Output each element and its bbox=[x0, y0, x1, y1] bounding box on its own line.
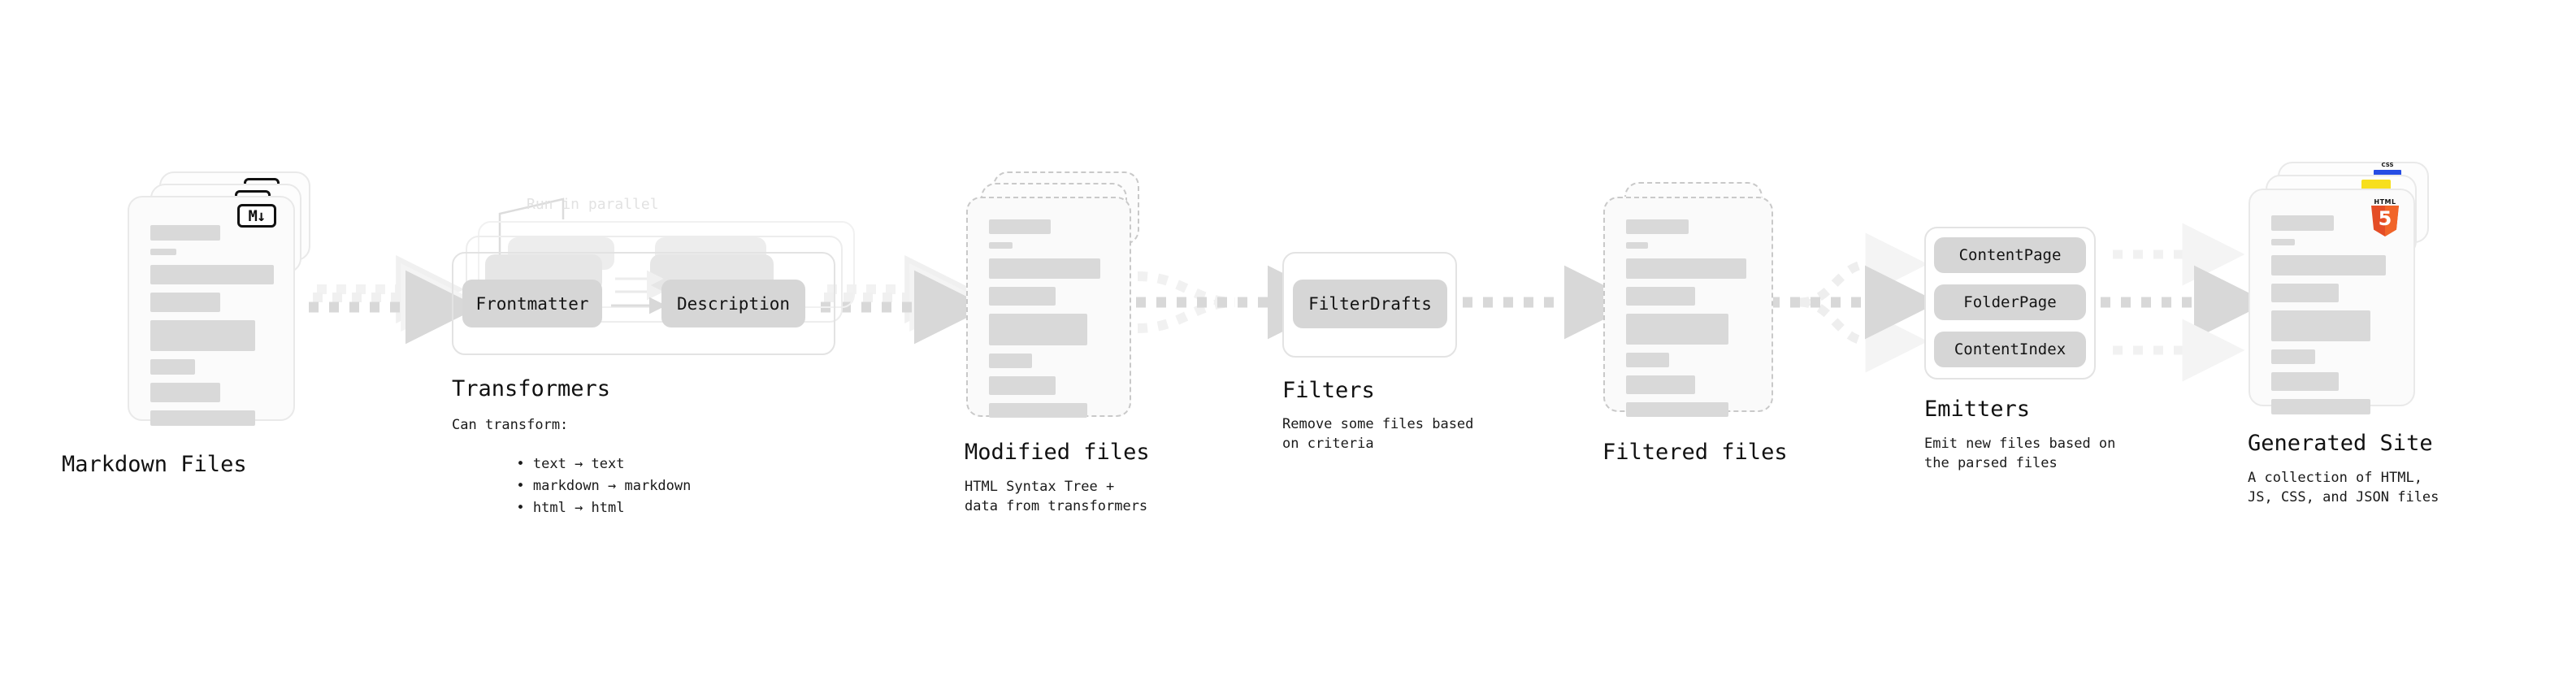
filtered-skeleton bbox=[1626, 219, 1754, 425]
arrow-modified-to-filters bbox=[1136, 265, 1342, 340]
css-label: CSS bbox=[2381, 162, 2394, 168]
transformer-group-front[interactable] bbox=[452, 252, 835, 355]
arrow-filtered-to-emitters bbox=[1770, 232, 1939, 373]
transformer-chip-description[interactable]: Description bbox=[661, 280, 805, 327]
transformers-title: Transformers bbox=[452, 376, 611, 401]
transformers-bullet-1: • markdown → markdown bbox=[516, 478, 692, 494]
modified-files-title: Modified files bbox=[965, 440, 1150, 465]
arrow-emitters-to-site bbox=[2101, 223, 2268, 382]
emitters-title: Emitters bbox=[1924, 397, 2031, 422]
filter-chip-filterdrafts[interactable]: FilterDrafts bbox=[1293, 280, 1447, 328]
markdown-skeleton bbox=[150, 225, 275, 434]
emitter-chip-contentpage[interactable]: ContentPage bbox=[1934, 237, 2086, 273]
markdown-files-title: Markdown Files bbox=[62, 452, 247, 477]
site-skeleton bbox=[2271, 215, 2396, 423]
arrow-markdown-to-transformers bbox=[309, 255, 479, 345]
generated-site-subtitle: A collection of HTML, JS, CSS, and JSON … bbox=[2248, 470, 2439, 505]
filters-subtitle: Remove some files based on criteria bbox=[1282, 416, 1474, 452]
transformers-subtitle: Can transform: bbox=[452, 417, 569, 433]
modified-files-subtitle: HTML Syntax Tree + data from transformer… bbox=[965, 479, 1148, 514]
transformers-bullet-0: • text → text bbox=[516, 456, 625, 472]
emitter-chip-contentindex[interactable]: ContentIndex bbox=[1934, 332, 2086, 367]
html5-digit: 5 bbox=[2378, 207, 2392, 230]
html5-caption: HTML bbox=[2374, 198, 2396, 206]
emitters-subtitle: Emit new files based on the parsed files bbox=[1924, 436, 2116, 471]
transformer-chip-frontmatter[interactable]: Frontmatter bbox=[462, 280, 602, 327]
html5-logo: HTML 5 bbox=[2371, 198, 2399, 236]
run-in-parallel-label: Run in parallel bbox=[527, 196, 659, 213]
html5-shield: 5 bbox=[2371, 206, 2399, 236]
bullet-marker: • bbox=[516, 500, 533, 516]
transformer-group-mid bbox=[466, 236, 843, 323]
filtered-files-title: Filtered files bbox=[1602, 440, 1788, 465]
filtered-card-front[interactable] bbox=[1603, 197, 1773, 417]
site-card-front-html[interactable]: HTML 5 bbox=[2249, 189, 2415, 414]
modified-card-front[interactable] bbox=[966, 197, 1131, 418]
transformers-bullet-2: • html → html bbox=[516, 500, 625, 516]
generated-site-title: Generated Site bbox=[2248, 431, 2433, 456]
markdown-badge: M↓ bbox=[237, 204, 276, 228]
modified-skeleton bbox=[989, 219, 1112, 426]
bullet-marker: • bbox=[516, 478, 533, 494]
filters-title: Filters bbox=[1282, 378, 1375, 403]
markdown-card-front[interactable]: M↓ bbox=[128, 196, 295, 426]
emitter-chip-folderpage[interactable]: FolderPage bbox=[1934, 284, 2086, 320]
css-tab-indicator bbox=[2374, 170, 2401, 177]
bullet-marker: • bbox=[516, 456, 533, 472]
